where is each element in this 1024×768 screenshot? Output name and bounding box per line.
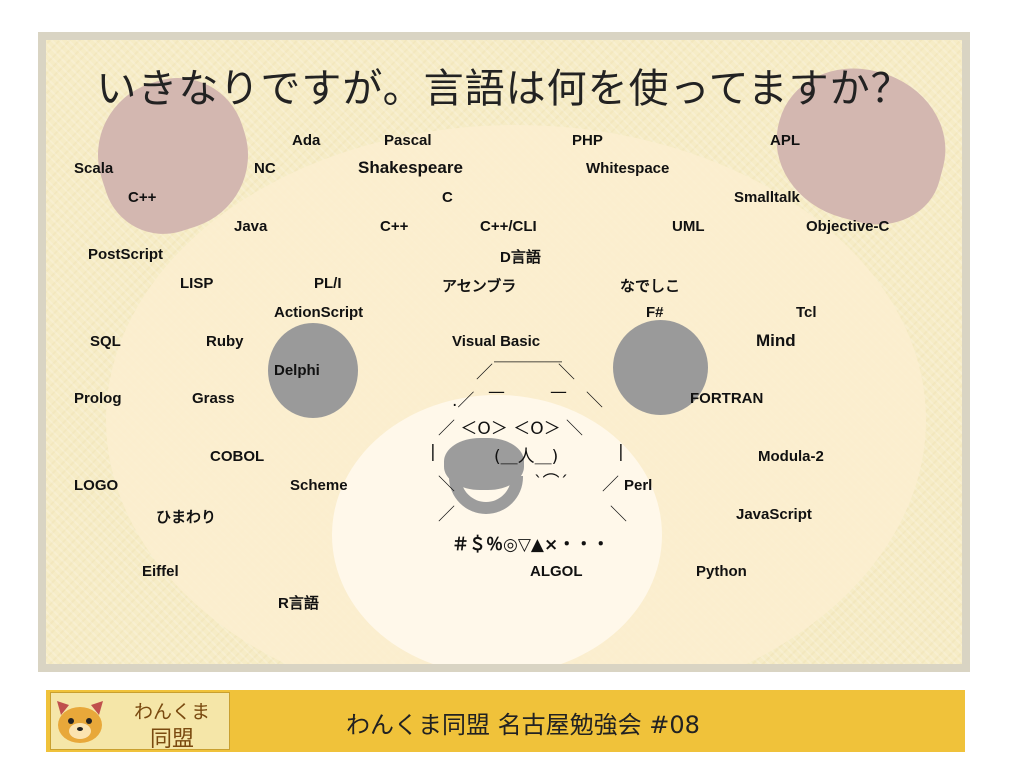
aa-chin-left: ／ <box>438 505 455 525</box>
lang-visual-basic: Visual Basic <box>452 333 541 350</box>
footer-bar: わんくま 同盟 わんくま同盟 名古屋勉強会 #08 <box>46 690 965 752</box>
lang-c: C <box>442 189 453 206</box>
lang-uml: UML <box>672 218 705 235</box>
footer-title: わんくま同盟 名古屋勉強会 #08 <box>346 711 700 739</box>
lang-ruby: Ruby <box>206 333 244 350</box>
lang-cpp-1: C++ <box>128 189 157 206</box>
lang-perl: Perl <box>624 477 653 494</box>
aa-chin-right: ＼ <box>610 505 627 525</box>
lang-fsharp: F# <box>646 304 664 321</box>
lang-himawari: ひまわり <box>156 509 217 526</box>
lang-php: PHP <box>572 132 603 149</box>
lang-sql: SQL <box>90 333 121 350</box>
lang-python: Python <box>696 563 747 580</box>
aa-eyes: ／ ＜O＞ ＜O＞ ＼ <box>438 419 583 439</box>
lang-cpp-2: C++ <box>380 218 409 235</box>
lang-nc: NC <box>254 160 276 177</box>
bear-mouth <box>449 476 523 514</box>
lang-cpp-cli: C++/CLI <box>480 218 537 235</box>
wankuma-logo: わんくま 同盟 <box>50 692 230 752</box>
lang-smalltalk: Smalltalk <box>734 189 800 206</box>
aa-jaw-mid: `⌒´ <box>534 473 568 493</box>
aa-cheek-right: | <box>618 442 624 462</box>
aa-slash-left-1: ／ <box>476 363 493 383</box>
slide-title: いきなりですが。言語は何を使ってますか？ <box>96 66 912 112</box>
lang-modula-2: Modula-2 <box>758 448 824 465</box>
lang-prolog: Prolog <box>74 390 122 407</box>
lang-logo: LOGO <box>74 477 119 494</box>
lang-scheme: Scheme <box>290 477 348 494</box>
lang-fortran: FORTRAN <box>690 390 764 407</box>
slide: いきなりですが。言語は何を使ってますか？ Ada Pascal PHP APL … <box>46 40 962 664</box>
lang-grass: Grass <box>192 390 235 407</box>
bear-face-icon <box>57 701 103 743</box>
aa-top-bar: ＿＿＿＿ <box>494 345 562 365</box>
lang-actionscript: ActionScript <box>274 304 364 321</box>
lang-algol: ALGOL <box>530 563 583 580</box>
lang-tcl: Tcl <box>796 304 817 321</box>
lang-scala: Scala <box>74 160 114 177</box>
lang-d: D言語 <box>500 249 541 266</box>
aa-brow-right: — <box>550 382 567 402</box>
lang-whitespace: Whitespace <box>586 160 670 177</box>
lang-r: R言語 <box>278 595 319 612</box>
lang-javascript: JavaScript <box>736 506 812 523</box>
lang-lisp: LISP <box>180 275 214 292</box>
aa-backslash-right-1: ＼ <box>558 363 575 383</box>
lang-eiffel: Eiffel <box>142 563 179 580</box>
aa-jaw-right: ／ <box>602 475 619 495</box>
aa-cheek-left: | <box>430 442 436 462</box>
lang-assembler: アセンブラ <box>442 278 517 295</box>
aa-row2-left: .／ <box>452 391 475 411</box>
logo-text-line1: わんくま <box>133 701 210 723</box>
aa-row2-right: ＼ <box>586 391 603 411</box>
lang-apl: APL <box>770 132 800 149</box>
lang-postscript: PostScript <box>88 246 164 263</box>
lang-java: Java <box>234 218 268 235</box>
lang-pascal: Pascal <box>384 132 432 149</box>
lang-nadeshiko: なでしこ <box>620 278 681 295</box>
lang-pli: PL/I <box>314 275 342 292</box>
lang-mind: Mind <box>756 331 796 350</box>
aa-swear: ＃＄％◎▽▲×・・・ <box>452 535 610 555</box>
logo-text-line2: 同盟 <box>149 727 194 752</box>
slide-frame: いきなりですが。言語は何を使ってますか？ Ada Pascal PHP APL … <box>38 32 970 672</box>
aa-brow-left: — <box>488 382 505 402</box>
lang-shakespeare: Shakespeare <box>358 158 463 177</box>
lang-ada: Ada <box>292 132 321 149</box>
lang-cobol: COBOL <box>210 448 265 465</box>
lang-delphi: Delphi <box>274 362 320 379</box>
lang-objective-c: Objective-C <box>806 218 890 235</box>
aa-jaw-left: ＼ <box>438 475 455 495</box>
aa-mouth: (＿人＿) <box>494 447 559 467</box>
